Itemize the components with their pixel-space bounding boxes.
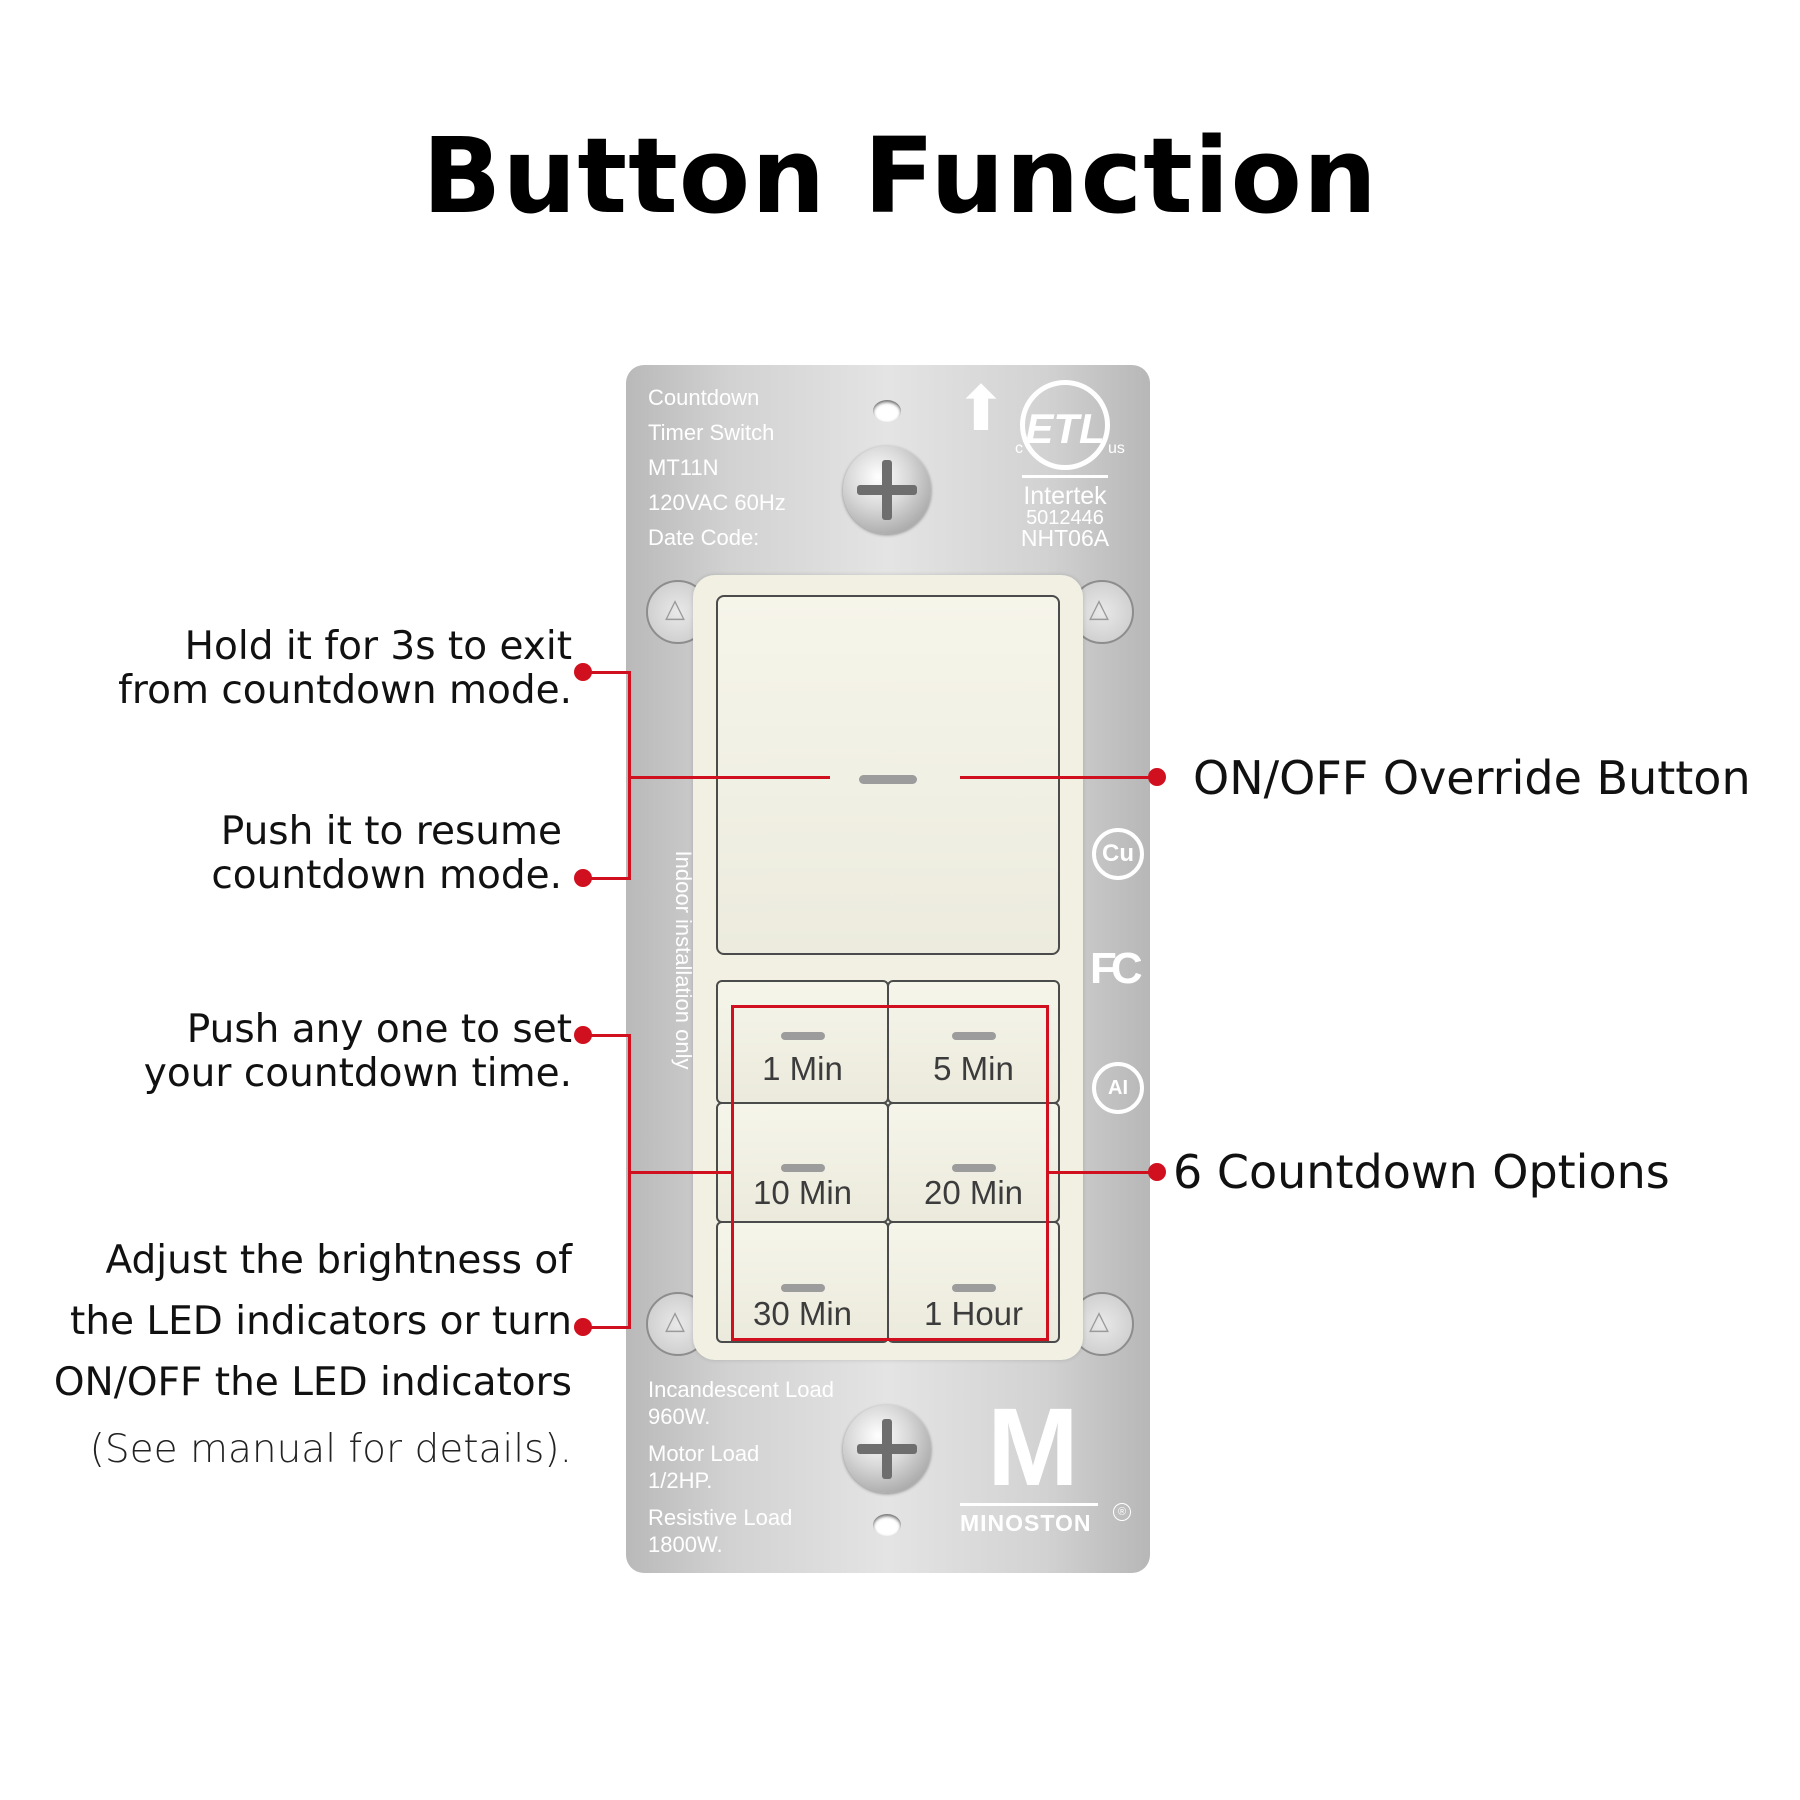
triangle-icon: △ <box>665 1306 685 1336</box>
etl-divider <box>1022 475 1108 478</box>
up-arrow-icon: ⬆ <box>955 372 1007 445</box>
callout-dot <box>1148 1163 1166 1181</box>
annotation-line: Hold it for 3s to exit <box>184 624 572 669</box>
load-line: 1/2HP. <box>648 1468 713 1493</box>
callout-line <box>583 877 631 880</box>
callout-line <box>628 776 830 779</box>
annotation-line: your countdown time. <box>143 1051 572 1096</box>
aluminum-icon: AI <box>1092 1062 1144 1114</box>
countdown-highlight-box <box>731 1005 1049 1341</box>
triangle-icon: △ <box>665 594 685 624</box>
annotation-line: countdown mode. <box>211 853 562 898</box>
load-line: Motor Load <box>648 1441 760 1466</box>
annotation-note: (See manual for details). <box>89 1427 572 1472</box>
etl-logo: ETL <box>1020 380 1110 470</box>
callout-line <box>583 1034 631 1037</box>
brand-logo: M <box>987 1386 1079 1509</box>
callout-dot <box>574 869 592 887</box>
callout-dot <box>574 1318 592 1336</box>
load-line: Incandescent Load <box>648 1377 834 1402</box>
led-indicator <box>780 1164 825 1172</box>
annotation-led-brightness: Adjust the brightness of the LED indicat… <box>54 1230 572 1480</box>
cert-number: 5012446 <box>1026 507 1104 529</box>
registered-icon: ® <box>1113 1503 1131 1521</box>
annotation-line: the LED indicators or turn <box>70 1299 572 1344</box>
callout-line <box>628 1034 631 1329</box>
annotation-line: Push it to resume <box>220 809 562 854</box>
timer-button-1hour[interactable]: 1 Hour <box>887 1221 1060 1343</box>
annotation-set-time: Push any one to set your countdown time. <box>144 1008 572 1096</box>
callout-line <box>583 1326 631 1329</box>
button-label: 1 Hour <box>923 1295 1024 1332</box>
spec-line: Countdown <box>648 385 760 410</box>
callout-line <box>628 671 631 880</box>
timer-button-1min[interactable]: 1 Min <box>716 980 889 1104</box>
mount-hole <box>873 400 901 422</box>
led-indicator <box>951 1284 996 1292</box>
cert-model: NHT06A <box>1020 525 1110 551</box>
button-label: 10 Min <box>752 1174 853 1211</box>
led-indicator <box>780 1032 825 1040</box>
mount-hole <box>873 1514 901 1536</box>
callout-line <box>628 1171 732 1174</box>
annotation-resume-countdown: Push it to resume countdown mode. <box>211 810 562 898</box>
callout-line <box>1047 1171 1157 1174</box>
spec-line: Timer Switch <box>648 420 775 445</box>
plate-load-text: Incandescent Load 960W. Motor Load 1/2HP… <box>648 1376 834 1558</box>
button-label: 30 Min <box>752 1295 853 1332</box>
button-label: 1 Min <box>762 1050 843 1087</box>
etl-us-mark: us <box>1108 440 1125 457</box>
fcc-icon: FC <box>1090 944 1143 993</box>
led-indicator <box>780 1284 825 1292</box>
load-line: Resistive Load <box>648 1505 793 1530</box>
button-label: 20 Min <box>923 1174 1024 1211</box>
etl-c-mark: c <box>1015 440 1023 457</box>
led-indicator <box>859 775 917 784</box>
annotation-line: from countdown mode. <box>118 668 572 713</box>
led-indicator <box>951 1164 996 1172</box>
corner-mount: △ <box>646 580 710 644</box>
callout-line <box>583 671 631 674</box>
page-title: Button Function <box>422 115 1378 237</box>
callout-dot <box>574 663 592 681</box>
brand-name: MINOSTON <box>960 1510 1092 1536</box>
load-line: 1800W. <box>648 1532 723 1557</box>
copper-icon: Cu <box>1092 828 1144 880</box>
load-line: 960W. <box>648 1404 711 1429</box>
annotation-countdown-options: 6 Countdown Options <box>1173 1145 1670 1199</box>
annotation-line: ON/OFF the LED indicators <box>53 1360 572 1405</box>
button-label: 5 Min <box>933 1050 1014 1087</box>
annotation-exit-countdown: Hold it for 3s to exit from countdown mo… <box>118 625 572 713</box>
callout-line <box>960 776 1157 779</box>
screw-icon <box>843 1405 931 1493</box>
timer-button-10min[interactable]: 10 Min <box>716 1102 889 1223</box>
plate-spec-text: Countdown Timer Switch MT11N 120VAC 60Hz… <box>648 380 786 555</box>
cert-lab: Intertek <box>1023 482 1107 510</box>
callout-dot <box>1148 768 1166 786</box>
timer-button-5min[interactable]: 5 Min <box>887 980 1060 1104</box>
callout-dot <box>574 1026 592 1044</box>
timer-button-20min[interactable]: 20 Min <box>887 1102 1060 1223</box>
screw-icon <box>843 446 931 534</box>
brand-divider <box>960 1503 1098 1506</box>
annotation-override-button: ON/OFF Override Button <box>1193 751 1751 805</box>
spec-line: MT11N <box>648 455 719 480</box>
annotation-line: Adjust the brightness of <box>105 1238 572 1283</box>
annotation-line: Push any one to set <box>186 1007 572 1052</box>
spec-line: Date Code: <box>648 525 760 550</box>
spec-line: 120VAC 60Hz <box>648 490 786 515</box>
triangle-icon: △ <box>1089 1306 1109 1336</box>
led-indicator <box>951 1032 996 1040</box>
triangle-icon: △ <box>1089 594 1109 624</box>
